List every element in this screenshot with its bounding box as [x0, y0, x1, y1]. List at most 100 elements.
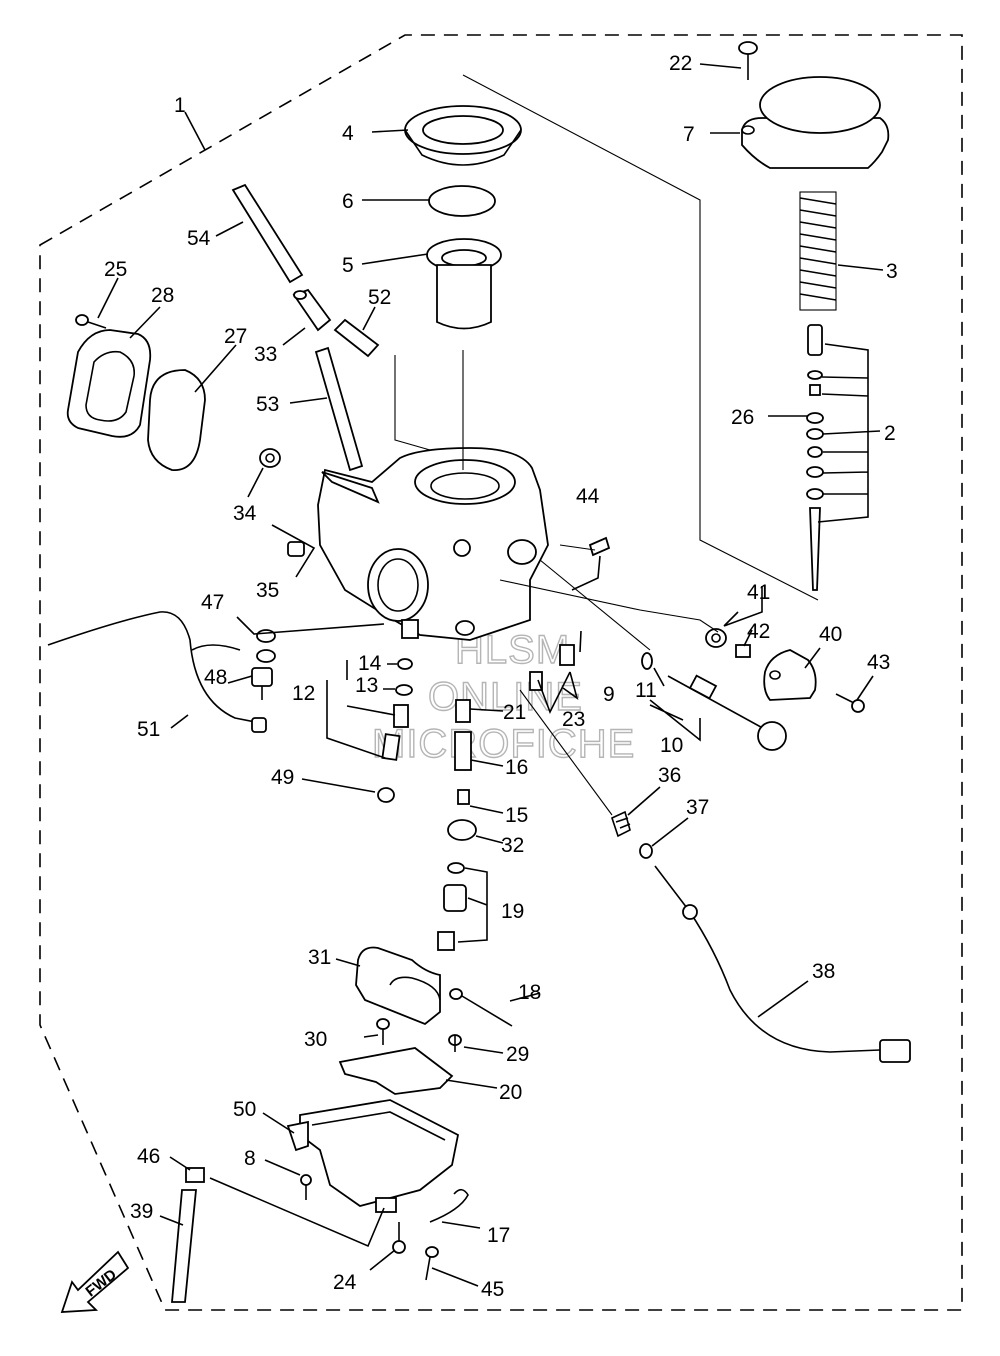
part-52-hose: [333, 318, 380, 358]
part-7-top-cover: [741, 76, 890, 169]
callout-8: 8: [244, 1147, 256, 1170]
callout-16: 16: [505, 756, 528, 779]
part-8-screw: [300, 1174, 312, 1200]
part-16-needle-jet: [454, 731, 472, 771]
watermark: HLSM ONLINE MICROFICHE: [371, 627, 635, 766]
callout-38: 38: [812, 960, 835, 983]
callout-15: 15: [505, 804, 528, 827]
callout-4: 4: [342, 122, 354, 145]
part-43-screw: [835, 693, 865, 713]
watermark-line1: HLSM: [455, 628, 570, 672]
part-float-bowl: [299, 1099, 460, 1213]
callout-54: 54: [187, 227, 211, 250]
callout-13: 13: [355, 674, 378, 697]
callout-29: 29: [506, 1043, 529, 1066]
callout-numbers: 1 2 3 4 5 6 7 8 9 10 11 12 13 14 15 16 1…: [104, 52, 898, 1301]
callout-40: 40: [819, 623, 842, 646]
callout-22: 22: [669, 52, 692, 75]
part-19-float-valve: [437, 862, 467, 951]
part-49-cap: [377, 787, 395, 803]
part-53-hose: [314, 346, 364, 472]
part-41-fitting: [705, 628, 727, 648]
callout-50: 50: [233, 1098, 256, 1121]
callout-17: 17: [487, 1224, 510, 1247]
callout-26: 26: [731, 406, 754, 429]
callout-27: 27: [224, 325, 247, 348]
callout-41: 41: [747, 581, 770, 604]
part-4-top-cap: [404, 105, 522, 166]
callout-19: 19: [501, 900, 524, 923]
callout-48: 48: [204, 666, 227, 689]
callout-49: 49: [271, 766, 294, 789]
callout-42: 42: [747, 620, 770, 643]
part-33-fitting: [292, 288, 332, 332]
callout-36: 36: [658, 764, 681, 787]
part-45-screw: [425, 1246, 439, 1281]
part-38-cable: [654, 865, 911, 1063]
part-18-float-pin: [449, 988, 513, 1027]
cable-guide-line: [519, 689, 613, 816]
callout-30: 30: [304, 1028, 327, 1051]
callout-44: 44: [576, 485, 600, 508]
part-21-jet: [455, 699, 471, 723]
callout-43: 43: [867, 651, 890, 674]
part-46-clamp: [185, 1167, 205, 1183]
callout-28: 28: [151, 284, 174, 307]
callout-6: 6: [342, 190, 354, 213]
part-37-washer: [639, 843, 653, 859]
callout-10: 10: [660, 734, 683, 757]
callout-2: 2: [884, 422, 896, 445]
callout-51: 51: [137, 718, 160, 741]
fwd-arrow-icon: FWD: [60, 1250, 130, 1313]
callout-31: 31: [308, 946, 331, 969]
part-36-spring: [611, 810, 631, 838]
part-35-plug: [287, 541, 305, 557]
callout-45: 45: [481, 1278, 504, 1301]
part-14-o-ring: [397, 658, 413, 670]
part-29-screw: [448, 1034, 462, 1052]
callout-47: 47: [201, 591, 224, 614]
callout-37: 37: [686, 796, 709, 819]
part-51-wire-lead: [47, 611, 267, 733]
callout-11: 11: [635, 679, 657, 702]
callout-18: 18: [518, 981, 541, 1004]
watermark-line3: MICROFICHE: [372, 722, 635, 766]
callout-7: 7: [683, 123, 695, 146]
part-30-screw: [376, 1018, 390, 1045]
part-15-main-jet: [457, 789, 470, 805]
part-39-drain-hose: [171, 1189, 197, 1303]
part-17-clip: [429, 1188, 469, 1223]
part-11-o-ring: [641, 652, 653, 670]
callout-14: 14: [358, 652, 382, 675]
callout-12: 12: [292, 682, 315, 705]
part-10-starter-plunger: [667, 674, 787, 751]
callout-3: 3: [886, 260, 898, 283]
part-23-jet: [529, 671, 543, 691]
part-34-nut: [259, 448, 281, 468]
callout-25: 25: [104, 258, 127, 281]
callout-52: 52: [368, 286, 391, 309]
part-28-gasket-plate: [66, 329, 152, 438]
leader-lines: [97, 63, 884, 1287]
part-9-pilot-jet: [559, 644, 575, 666]
callout-1: 1: [174, 94, 186, 117]
part-48-sensor: [251, 649, 276, 700]
callout-32: 32: [501, 834, 524, 857]
callout-35: 35: [256, 579, 279, 602]
part-5-throttle-valve: [426, 238, 502, 330]
part-12-screw-set: [381, 704, 409, 761]
callout-46: 46: [137, 1145, 160, 1168]
callout-39: 39: [130, 1200, 153, 1223]
part-22-screw: [738, 41, 758, 80]
part-54-hose: [231, 183, 304, 284]
callout-21: 21: [503, 701, 526, 724]
part-44-screw: [588, 536, 611, 557]
assembly-boundary: [39, 34, 963, 1311]
part-2-jet-needle-set: [806, 324, 824, 591]
part-20-gasket: [338, 1047, 454, 1095]
callout-9: 9: [603, 683, 615, 706]
part-3-spring: [799, 191, 837, 311]
part-25-screw: [75, 314, 107, 329]
part-1-carburetor-body: [317, 447, 549, 641]
